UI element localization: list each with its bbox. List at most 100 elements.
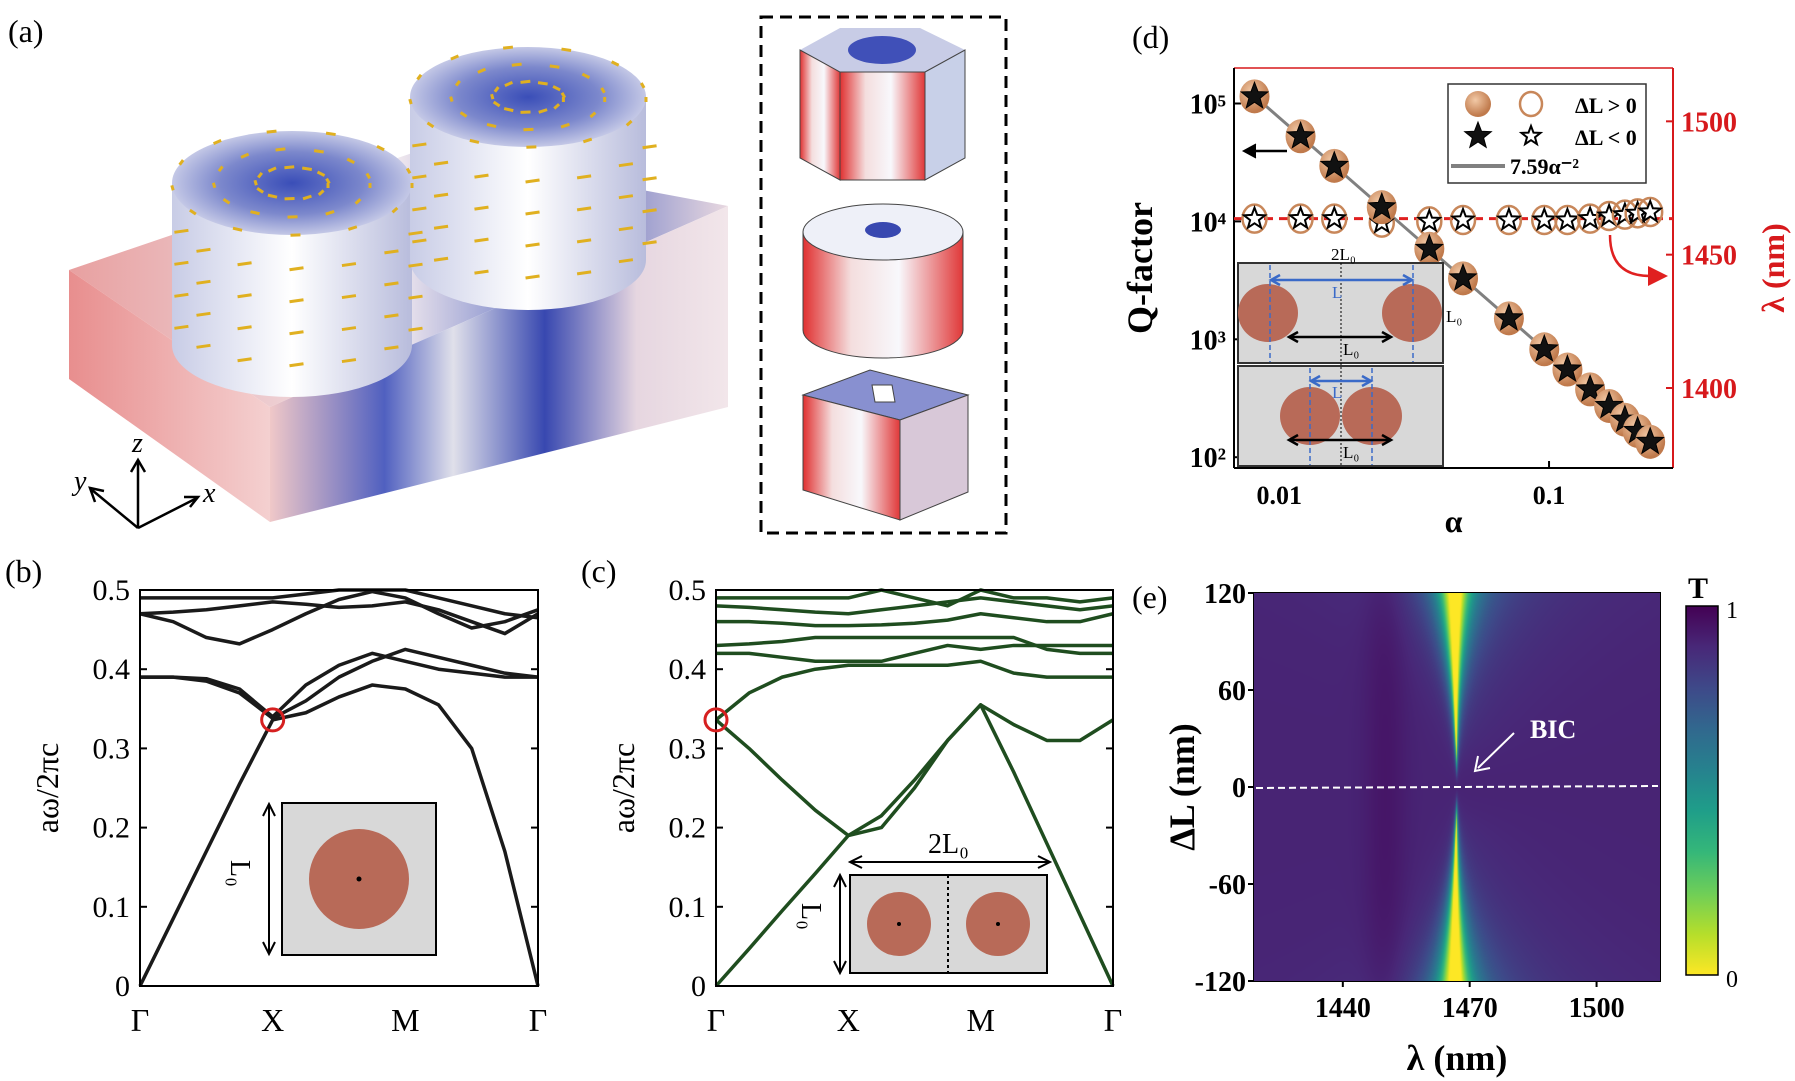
band-line-band3: [714, 659, 1113, 722]
panel-d-inset: 2L₀ L L₀ L₀ L L₀: [1237, 245, 1462, 467]
x-tick-label: Γ: [529, 1002, 548, 1038]
panel-label: (b): [5, 553, 42, 589]
y2-tick-label: 1400: [1681, 374, 1737, 405]
field-arrow: [537, 81, 548, 86]
field-arrow: [174, 324, 189, 330]
field-arrow: [289, 362, 304, 368]
panel-label: (e): [1132, 579, 1168, 615]
z-axis-label: z: [131, 428, 143, 459]
right-axis-arrow: [1608, 234, 1651, 278]
field-arrow: [408, 326, 423, 332]
field-arrow: [196, 279, 211, 285]
field-arrow: [642, 208, 657, 214]
field-arrow: [317, 189, 325, 196]
wavelength-open-star: [1241, 204, 1268, 230]
field-arrow: [256, 187, 264, 194]
band-line-band1: [714, 703, 1115, 988]
band-line-band4: [716, 643, 1113, 664]
field-arrow: [412, 206, 427, 212]
field-arrow: [553, 103, 561, 110]
plot-frame: [139, 589, 539, 987]
field-arrow: [253, 179, 258, 186]
field-arrow: [412, 174, 427, 180]
field-arrow: [576, 174, 592, 180]
field-arrow: [301, 166, 313, 171]
panel-c-supercell-inset: 2L₀ L₀: [795, 829, 1053, 976]
legend-filled-star: [1463, 120, 1493, 149]
field-arrow: [477, 67, 487, 74]
wavelength-open-circle: [1554, 204, 1581, 236]
inset-L-label-bottom: L: [1332, 383, 1342, 402]
field-arrow: [189, 208, 197, 216]
q-filled-star: [1448, 262, 1478, 291]
y-axis-label: Q-factor: [1120, 202, 1160, 334]
y2-tick-label: 1500: [1681, 107, 1737, 138]
wavelength-open-circle: [1287, 203, 1314, 234]
field-arrow: [454, 80, 461, 87]
y-tick-label: 0: [691, 970, 706, 1003]
y-axis-label: ΔL (nm): [1162, 723, 1202, 851]
ring-mode-render: [802, 203, 964, 359]
field-arrow: [257, 171, 263, 179]
y-tick-label: 120: [1204, 579, 1246, 610]
legend-filled-circle: [1465, 91, 1491, 117]
axis-triad: [88, 457, 201, 530]
wavelength-open-star: [1416, 207, 1443, 233]
panel-label: (c): [581, 553, 617, 589]
y-tick-label: -120: [1195, 967, 1246, 998]
y-tick-label: 0.3: [93, 732, 131, 765]
field-arrow: [376, 144, 385, 152]
q-filled-star: [1239, 80, 1270, 109]
right-cylinder-render: [410, 47, 646, 310]
field-arrow: [405, 167, 412, 175]
band-line-band6: [140, 588, 539, 620]
x-axis-label: λ (nm): [1407, 1038, 1508, 1078]
band-line-band6: [716, 612, 1114, 628]
band-line-band1: [138, 683, 540, 987]
field-arrow: [412, 142, 427, 148]
inset-L-label-top: L: [1332, 283, 1342, 302]
field-arrow: [237, 325, 252, 331]
field-arrow: [341, 294, 357, 300]
field-arrow: [341, 262, 357, 268]
field-arrow: [174, 228, 189, 234]
field-arrow: [237, 293, 252, 299]
field-arrow: [561, 47, 572, 52]
field-arrow: [266, 129, 277, 134]
field-arrow: [504, 81, 514, 88]
band-line-band7: [715, 596, 1114, 616]
field-arrow: [284, 165, 295, 170]
panel-a-label: (a): [8, 13, 44, 49]
field-arrow: [642, 240, 657, 246]
x-axis-label: α: [1445, 503, 1463, 539]
inset-L0-label-top: L₀: [1343, 340, 1359, 359]
colorbar-title: T: [1688, 572, 1708, 605]
field-arrow: [267, 193, 278, 199]
field-arrow: [275, 147, 286, 152]
wavelength-open-star: [1636, 198, 1664, 224]
band-line-band4: [139, 600, 539, 636]
x-tick-label: 0.01: [1256, 481, 1302, 510]
q-filled-star: [1594, 390, 1624, 419]
wavelength-open-star: [1287, 204, 1314, 230]
y2-axis-label: λ (nm): [1755, 223, 1791, 312]
y-tick-label: 0.1: [93, 891, 131, 924]
field-arrow: [490, 93, 495, 100]
band-line-band2: [714, 703, 1114, 838]
legend-open-star: [1518, 123, 1544, 147]
wavelength-open-star: [1554, 206, 1581, 232]
field-arrow: [642, 144, 657, 150]
x-tick-label: 0.1: [1533, 481, 1566, 510]
field-arrow: [325, 177, 331, 185]
highlight-circle: [260, 707, 286, 733]
field-arrow: [408, 262, 423, 268]
field-arrow: [618, 226, 634, 232]
q-filled-star: [1575, 373, 1605, 402]
x-tick-label: 1500: [1569, 993, 1625, 1024]
x-tick-label: Γ: [1104, 1002, 1123, 1038]
field-arrow: [232, 226, 243, 232]
field-arrow: [589, 111, 597, 119]
field-arrow: [384, 249, 399, 255]
legend-negative-label: ΔL < 0: [1575, 125, 1637, 150]
colorbar-bar: [1685, 605, 1719, 976]
